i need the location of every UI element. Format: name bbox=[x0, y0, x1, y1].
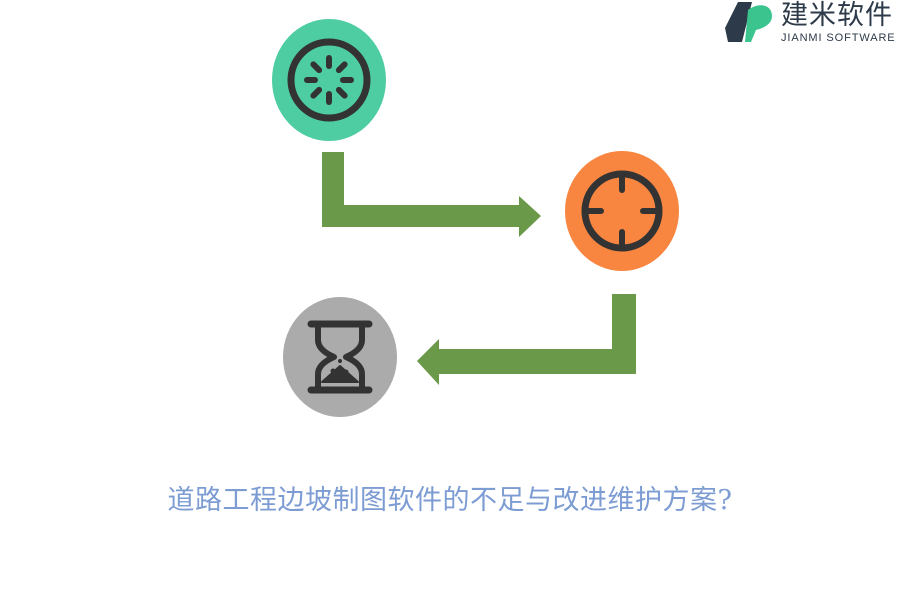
brand-name-en: JIANMI SOFTWARE bbox=[781, 32, 896, 44]
loading-spinner-icon bbox=[287, 38, 371, 122]
process-flow-diagram bbox=[272, 19, 679, 417]
brand-logo: 建米软件 JIANMI SOFTWARE bbox=[724, 0, 900, 48]
flow-arrow-right bbox=[322, 152, 541, 237]
step-1-circle bbox=[272, 19, 386, 141]
step-2-node bbox=[565, 151, 679, 271]
flow-arrow-left bbox=[417, 294, 636, 385]
step-2-circle bbox=[565, 151, 679, 271]
jianmi-logo-icon bbox=[725, 2, 772, 42]
crosshair-target-icon bbox=[581, 170, 663, 252]
hourglass-icon bbox=[307, 320, 373, 394]
step-3-circle bbox=[283, 297, 397, 417]
step-3-node bbox=[283, 297, 397, 417]
step-1-node bbox=[272, 19, 386, 141]
brand-name-cn: 建米软件 bbox=[781, 0, 893, 31]
page-title: 道路工程边坡制图软件的不足与改进维护方案? bbox=[167, 485, 733, 516]
